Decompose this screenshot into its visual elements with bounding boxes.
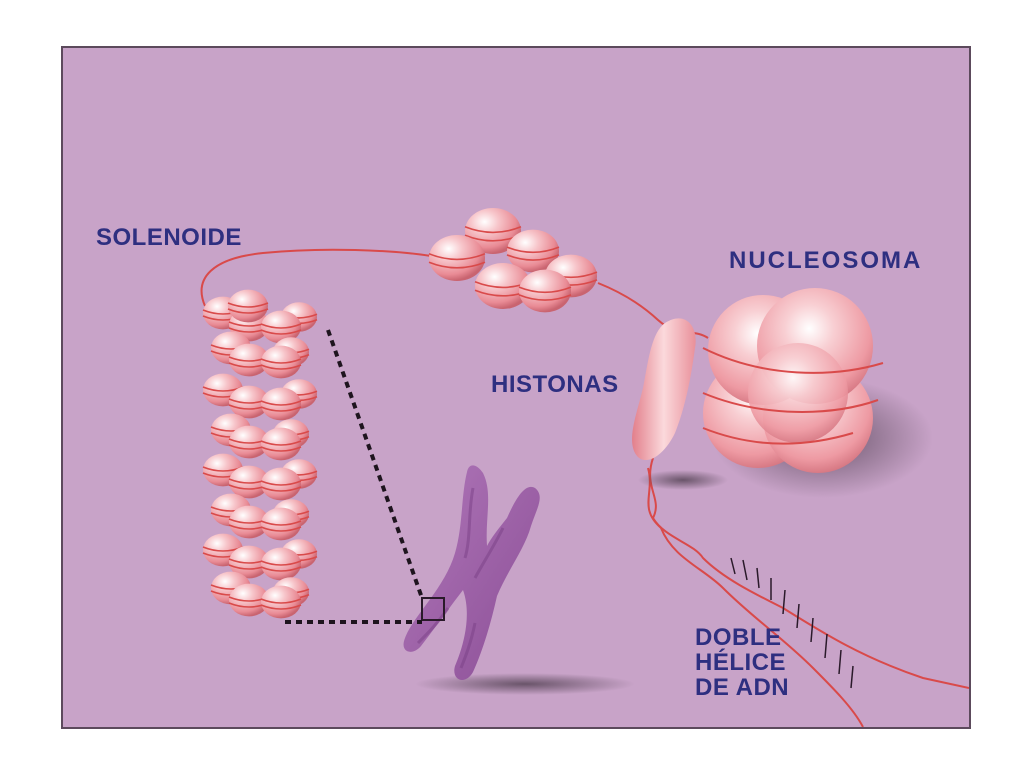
solenoid-bead <box>260 507 302 541</box>
histone-shadow <box>638 470 728 490</box>
dna-helix-rungs <box>730 557 854 689</box>
histone-h1 <box>632 318 696 461</box>
solenoid-bead <box>260 585 302 619</box>
label-doble-line-3: DE ADN <box>695 674 790 702</box>
chromatin-illustration <box>200 208 969 727</box>
solenoid-bead <box>260 345 302 379</box>
cluster-bead <box>428 235 486 281</box>
solenoid-bead <box>227 289 269 323</box>
solenoid-bead <box>260 547 302 581</box>
chromosome-zoom-box <box>421 597 445 621</box>
solenoid-bead <box>260 427 302 461</box>
solenoid-bead <box>260 467 302 501</box>
solenoid-bead <box>260 387 302 421</box>
chromosome-shadow <box>415 673 635 695</box>
solenoid-bead <box>260 310 302 344</box>
label-histonas: HISTONAS <box>491 371 619 398</box>
diagram-panel: SOLENOIDE NUCLEOSOMA HISTONAS DOBLE HÉLI… <box>61 46 971 729</box>
solenoid-fiber <box>202 289 318 619</box>
label-solenoide: SOLENOIDE <box>96 224 242 251</box>
dna-strand <box>200 248 969 727</box>
label-doble-helice: DOBLE HÉLICE DE ADN <box>695 625 789 701</box>
label-doble-line-2: HÉLICE <box>695 649 787 677</box>
chromosome <box>403 465 540 680</box>
nucleosome-cluster <box>428 208 598 313</box>
zoom-line-top <box>326 329 424 599</box>
nucleosome <box>702 288 884 473</box>
cluster-bead <box>506 229 560 273</box>
label-doble-line-1: DOBLE <box>695 624 782 651</box>
cluster-bead <box>518 269 572 313</box>
label-nucleosoma: NUCLEOSOMA <box>729 247 923 274</box>
